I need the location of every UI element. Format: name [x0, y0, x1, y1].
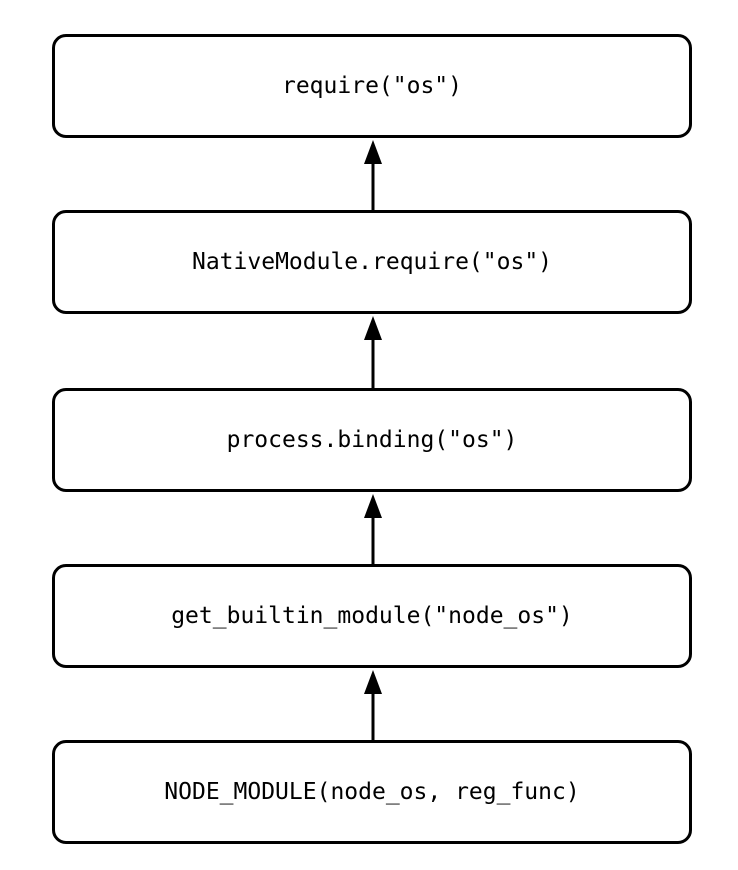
node-get-builtin-module-label: get_builtin_module("node_os"): [171, 603, 573, 629]
edge-n3-to-n2: [364, 316, 382, 388]
node-native-module-require: NativeModule.require("os"): [52, 210, 692, 314]
node-require-os: require("os"): [52, 34, 692, 138]
node-process-binding-label: process.binding("os"): [226, 427, 518, 453]
node-process-binding: process.binding("os"): [52, 388, 692, 492]
node-native-module-require-label: NativeModule.require("os"): [191, 249, 553, 275]
edge-n2-to-n1: [364, 140, 382, 210]
node-node-module-macro-label: NODE_MODULE(node_os, reg_func): [164, 779, 580, 805]
node-get-builtin-module: get_builtin_module("node_os"): [52, 564, 692, 668]
edge-n4-to-n3: [364, 494, 382, 564]
node-require-os-label: require("os"): [281, 73, 462, 99]
edge-n5-to-n4: [364, 670, 382, 740]
node-node-module-macro: NODE_MODULE(node_os, reg_func): [52, 740, 692, 844]
